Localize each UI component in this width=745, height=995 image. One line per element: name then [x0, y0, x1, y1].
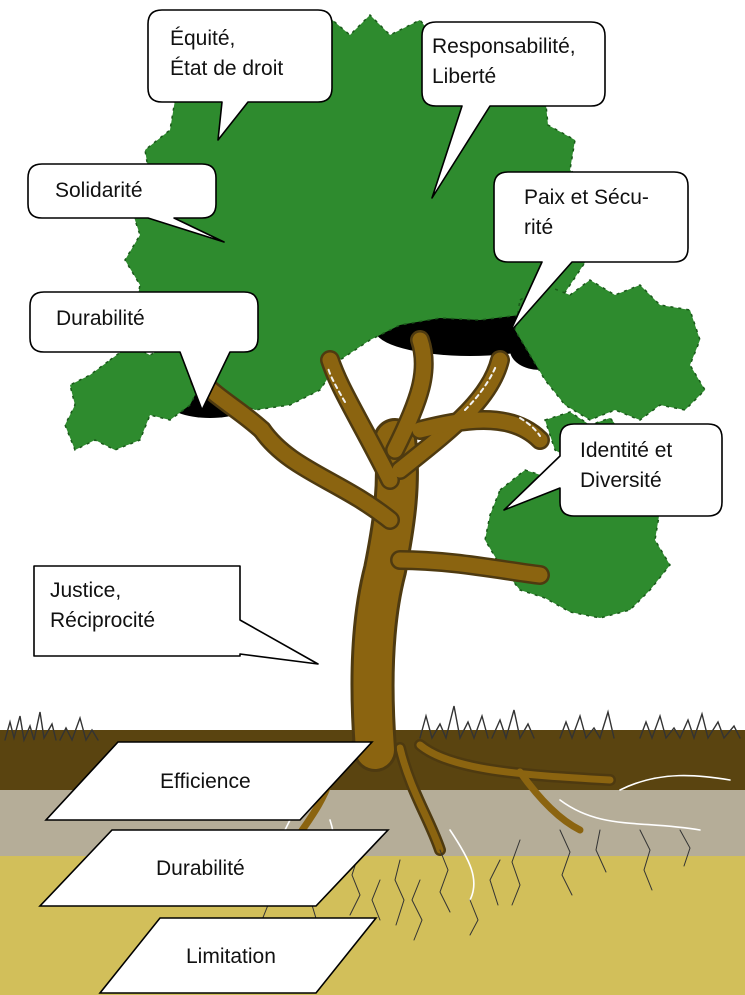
- crown-right-upper: [514, 279, 706, 421]
- callout-responsabilite: [421, 21, 606, 199]
- callout-paix-text: Paix et Sécu- rité: [524, 183, 649, 243]
- callout-responsabilite-text: Responsabilité, Liberté: [432, 32, 576, 92]
- callout-responsabilite-line1: Responsabilité,: [432, 35, 576, 58]
- root-durabilite-label: Durabilité: [156, 857, 245, 880]
- callout-justice-line1: Justice,: [50, 579, 122, 602]
- branch-right: [412, 412, 548, 448]
- callout-identite-line2: Diversité: [580, 469, 662, 492]
- trunk-and-branches: [190, 330, 550, 772]
- callout-justice-text: Justice, Réciprocité: [50, 576, 155, 636]
- callout-justice-line2: Réciprocité: [50, 609, 156, 632]
- callout-equite-line1: Équité,: [170, 27, 236, 50]
- callouts: [27, 9, 723, 665]
- callout-identite: [503, 423, 723, 517]
- callout-paix-line2: rité: [524, 216, 554, 239]
- callout-durabilite: [29, 291, 259, 411]
- callout-durabilite-text: Durabilité: [56, 304, 145, 334]
- root-limitation: [98, 917, 378, 994]
- callout-solidarite-text: Solidarité: [55, 176, 143, 206]
- branch-center-left: [322, 352, 398, 488]
- callout-identite-line1: Identité et: [580, 439, 673, 462]
- root-efficience-label: Efficience: [160, 770, 251, 793]
- root-limitation-label: Limitation: [186, 945, 276, 968]
- root-efficience: [44, 741, 374, 821]
- branch-left: [254, 422, 398, 528]
- branch-lower-right: [392, 552, 548, 583]
- root-values: [38, 741, 390, 994]
- callout-justice: [33, 565, 319, 665]
- callout-durabilite-line1: Durabilité: [56, 307, 145, 330]
- callout-equite: [147, 9, 333, 141]
- crown-left: [64, 344, 201, 452]
- branch-center: [387, 332, 432, 458]
- callout-paix: [493, 171, 689, 333]
- grass: [4, 705, 741, 743]
- callout-solidarite: [27, 163, 225, 243]
- callout-equite-text: Équité, État de droit: [170, 24, 283, 84]
- callout-responsabilite-line2: Liberté: [432, 65, 497, 88]
- callout-paix-line1: Paix et Sécu-: [524, 186, 649, 209]
- root-durabilite: [38, 829, 390, 907]
- callout-solidarite-line1: Solidarité: [55, 179, 143, 202]
- callout-equite-line2: État de droit: [170, 57, 284, 80]
- callout-identite-text: Identité et Diversité: [580, 436, 672, 496]
